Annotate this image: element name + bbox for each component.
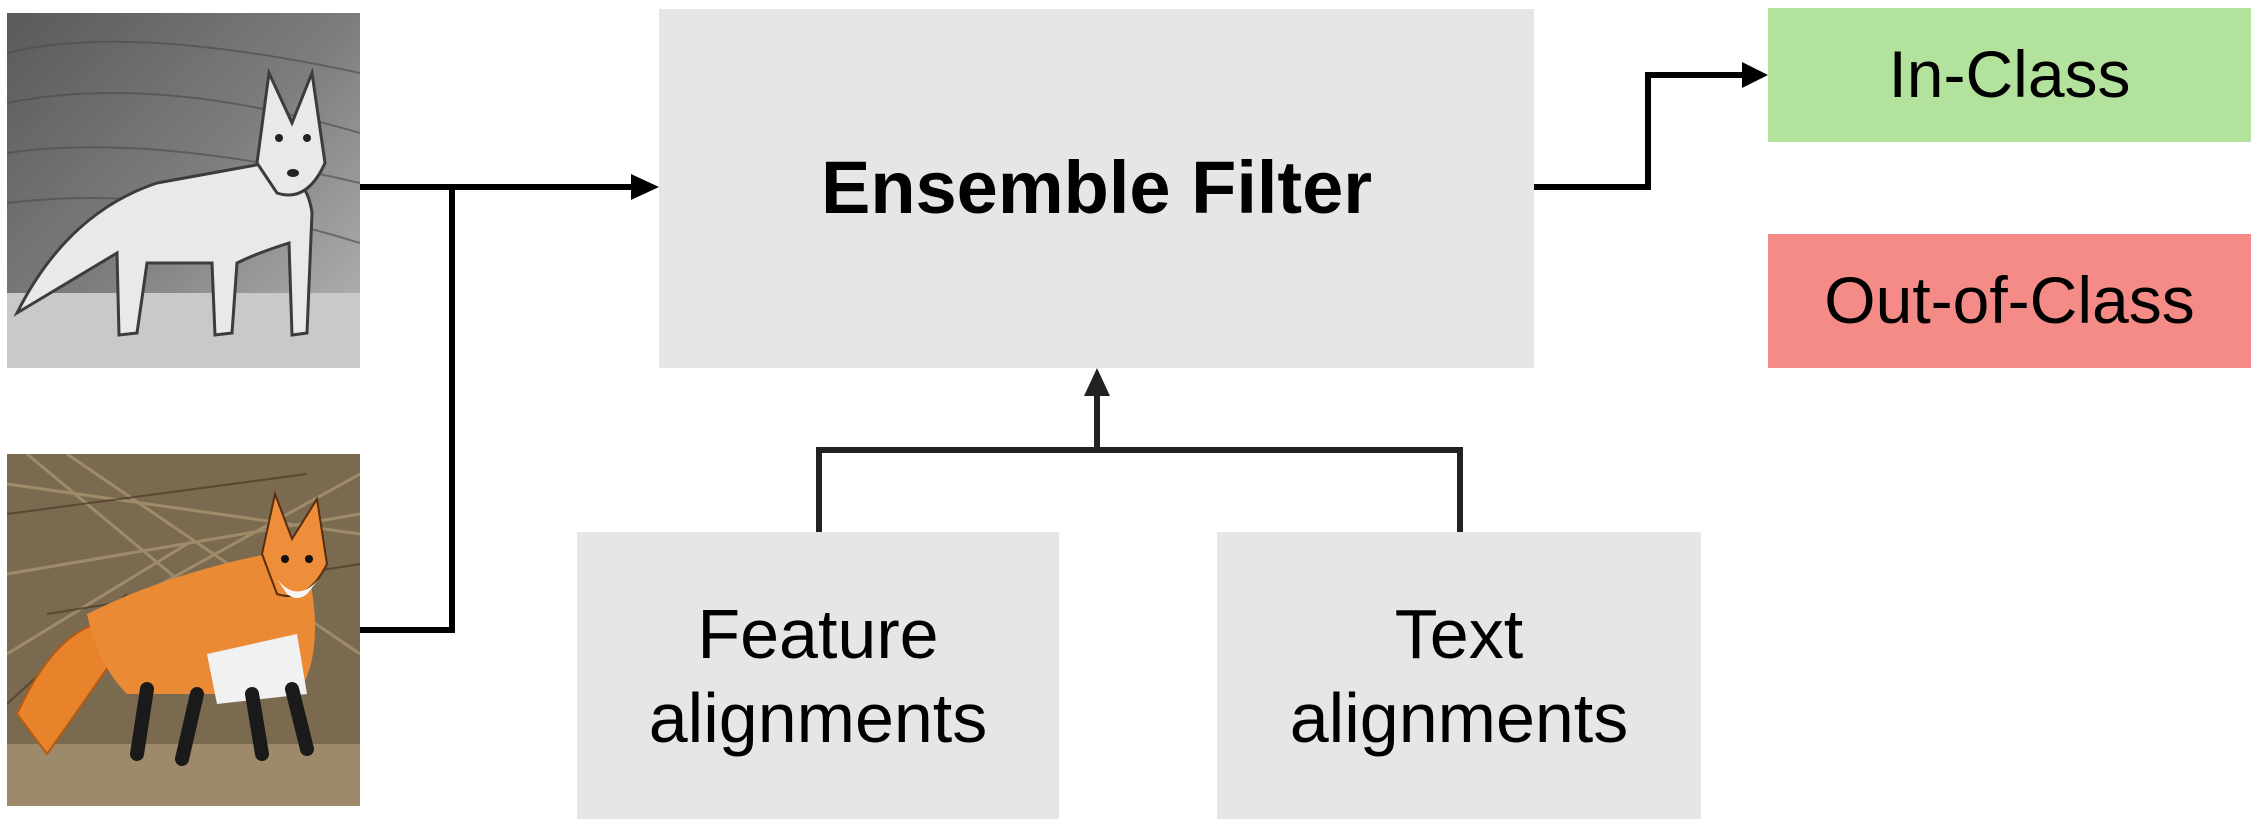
output-connector: [1534, 72, 1752, 190]
text-alignments-line1: Text: [1394, 594, 1524, 673]
out-of-class-box: Out-of-Class: [1768, 234, 2251, 368]
feature-alignments-line2: alignments: [648, 678, 988, 757]
feature-alignments-line1: Feature: [697, 594, 939, 673]
ensemble-filter-box: Ensemble Filter: [659, 9, 1534, 368]
fox-sketch-illustration: [7, 13, 360, 368]
arrowhead-to-ensemble: [631, 174, 659, 200]
arrowhead-up-to-ensemble: [1084, 368, 1110, 396]
arrowhead-to-in-class: [1742, 62, 1768, 88]
out-of-class-label: Out-of-Class: [1824, 263, 2195, 338]
in-class-label: In-Class: [1888, 37, 2131, 112]
in-class-box: In-Class: [1768, 8, 2251, 142]
ensemble-filter-label: Ensemble Filter: [820, 146, 1373, 230]
alignment-connector: [816, 390, 1463, 532]
input-connector: [360, 184, 641, 633]
text-alignments-box: Text alignments: [1217, 532, 1701, 819]
feature-alignments-box: Feature alignments: [577, 532, 1059, 819]
fox-photo-image: [7, 454, 360, 806]
text-alignments-line2: alignments: [1289, 678, 1629, 757]
fox-sketch-image: [7, 13, 360, 368]
fox-photo-illustration: [7, 454, 360, 806]
